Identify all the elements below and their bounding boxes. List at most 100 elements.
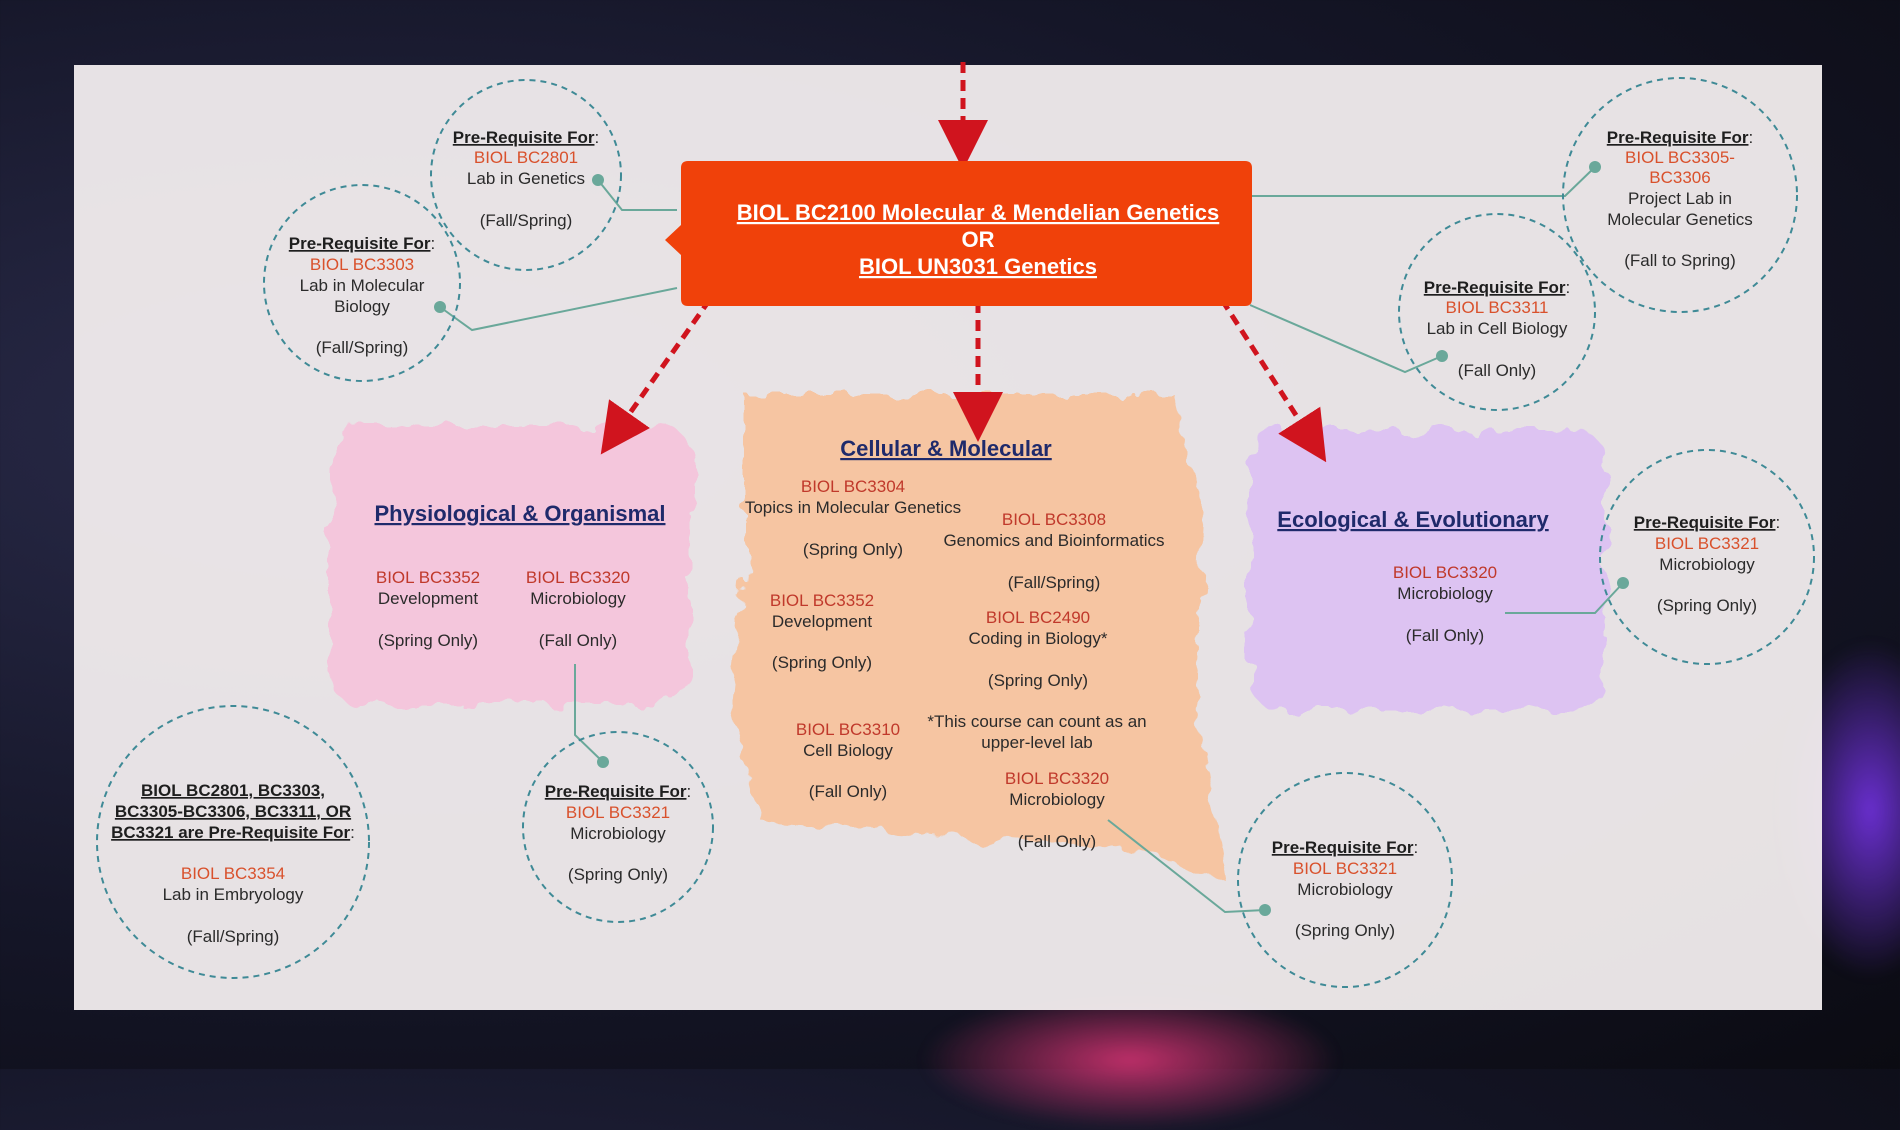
course-term: (Spring Only)	[988, 671, 1088, 690]
coding-note: upper-level lab	[981, 733, 1093, 752]
course-code: BIOL BC3308	[1002, 510, 1106, 529]
prereq-heading: Pre-Requisite For	[1607, 128, 1749, 147]
prereq-heading: Pre-Requisite For	[1424, 278, 1566, 297]
prereq-title: Lab in Embryology	[163, 885, 304, 904]
prereq-title: Lab in Genetics	[467, 169, 585, 188]
course-term: (Spring Only)	[378, 631, 478, 650]
prereq-term: (Fall/Spring)	[480, 211, 573, 230]
prereq-code: BIOL BC3303	[310, 255, 414, 274]
course-term: (Fall Only)	[1406, 626, 1484, 645]
prereq-term: (Spring Only)	[1295, 921, 1395, 940]
embryo-heading: BIOL BC2801, BC3303,	[141, 781, 325, 800]
physiological-section: Physiological & Organismal BIOL BC3352 D…	[375, 501, 666, 650]
svg-text:Pre-Requisite For:: Pre-Requisite For:	[453, 128, 599, 147]
cellular-blob	[730, 395, 1225, 880]
prereq-bubble-bc3303: Pre-Requisite For: BIOL BC3303 Lab in Mo…	[263, 184, 461, 382]
embryo-heading: BC3305-BC3306, BC3311, OR	[115, 802, 351, 821]
course-term: (Fall/Spring)	[1008, 573, 1101, 592]
ecological-title: Ecological & Evolutionary	[1277, 507, 1549, 532]
prereq-heading: Pre-Requisite For	[289, 234, 431, 253]
course-term: (Spring Only)	[803, 540, 903, 559]
prereq-bubble-bc3311: Pre-Requisite For: BIOL BC3311 Lab in Ce…	[1398, 213, 1596, 411]
svg-text:Pre-Requisite For:: Pre-Requisite For:	[545, 782, 691, 801]
prereq-title: Lab in Cell Biology	[1427, 319, 1568, 338]
course-title: Coding in Biology*	[969, 629, 1108, 648]
prereq-title: Lab in Molecular	[300, 276, 425, 295]
prereq-code: BC3306	[1649, 168, 1710, 187]
ecological-section: Ecological & Evolutionary BIOL BC3320 Mi…	[1277, 507, 1549, 645]
prereq-term: (Spring Only)	[1657, 596, 1757, 615]
prereq-code: BIOL BC3305-	[1625, 148, 1735, 167]
prereq-term: (Fall Only)	[1458, 361, 1536, 380]
course-term: (Fall Only)	[539, 631, 617, 650]
course-code: BIOL BC3320	[1393, 563, 1497, 582]
coding-note: *This course can count as an	[927, 712, 1146, 731]
svg-text:Pre-Requisite For:: Pre-Requisite For:	[289, 234, 435, 253]
course-term: (Fall Only)	[809, 782, 887, 801]
course-title: Microbiology	[1397, 584, 1493, 603]
prereq-bubble-ecological-bc3321: Pre-Requisite For: BIOL BC3321 Microbiol…	[1599, 449, 1815, 665]
course-title: Topics in Molecular Genetics	[745, 498, 961, 517]
prereq-term: (Spring Only)	[568, 865, 668, 884]
main-course-line3: BIOL UN3031 Genetics	[859, 254, 1097, 279]
prereq-heading: Pre-Requisite For	[1634, 513, 1776, 532]
course-code: BIOL BC2490	[986, 608, 1090, 627]
main-course-line1: BIOL BC2100 Molecular & Mendelian Geneti…	[737, 200, 1220, 225]
ecological-blob	[1250, 430, 1605, 710]
prereq-bubble-bc2801: Pre-Requisite For: BIOL BC2801 Lab in Ge…	[430, 79, 622, 271]
course-code: BIOL BC3320	[526, 568, 630, 587]
course-title: Microbiology	[1009, 790, 1105, 809]
course-title: Cell Biology	[803, 741, 893, 760]
connector-lines	[439, 166, 1624, 914]
curriculum-diagram: BIOL BC2100 Molecular & Mendelian Geneti…	[96, 62, 1815, 988]
course-term: (Fall Only)	[1018, 832, 1096, 851]
main-course-box: BIOL BC2100 Molecular & Mendelian Geneti…	[665, 161, 1252, 306]
prereq-term: (Fall/Spring)	[316, 338, 409, 357]
prereq-bubble-embryology: BIOL BC2801, BC3303, BC3305-BC3306, BC33…	[96, 705, 370, 979]
prereq-title: Project Lab in	[1628, 189, 1732, 208]
course-code: BIOL BC3320	[1005, 769, 1109, 788]
prereq-code: BIOL BC3321	[1293, 859, 1397, 878]
course-title: Development	[772, 612, 872, 631]
prereq-title: Molecular Genetics	[1607, 210, 1753, 229]
course-code: BIOL BC3310	[796, 720, 900, 739]
svg-text:Pre-Requisite For:: Pre-Requisite For:	[1607, 128, 1753, 147]
prereq-title: Biology	[334, 297, 390, 316]
cellular-section: Cellular & Molecular BIOL BC3304 Topics …	[745, 436, 1165, 851]
connector-dots	[434, 161, 1629, 916]
svg-text:Pre-Requisite For:: Pre-Requisite For:	[1424, 278, 1570, 297]
physiological-blob	[330, 425, 690, 705]
prereq-code: BIOL BC3321	[566, 803, 670, 822]
course-title: Microbiology	[530, 589, 626, 608]
prereq-title: Microbiology	[1659, 555, 1755, 574]
prereq-code: BIOL BC2801	[474, 148, 578, 167]
prereq-bubble-physiological-bc3321: Pre-Requisite For: BIOL BC3321 Microbiol…	[522, 731, 714, 923]
physiological-title: Physiological & Organismal	[375, 501, 666, 526]
course-title: Genomics and Bioinformatics	[943, 531, 1164, 550]
prereq-heading: Pre-Requisite For	[545, 782, 687, 801]
prereq-term: (Fall to Spring)	[1624, 251, 1735, 270]
embryo-heading: BC3321 are Pre-Requisite For	[111, 823, 350, 842]
prereq-code: BIOL BC3321	[1655, 534, 1759, 553]
main-course-or: OR	[962, 227, 995, 252]
prereq-heading: Pre-Requisite For	[1272, 838, 1414, 857]
flow-arrows	[600, 62, 1327, 463]
prereq-bubble-cellular-bc3321: Pre-Requisite For: BIOL BC3321 Microbiol…	[1237, 772, 1453, 988]
cellular-title: Cellular & Molecular	[840, 436, 1052, 461]
course-code: BIOL BC3304	[801, 477, 905, 496]
course-title: Development	[378, 589, 478, 608]
svg-text:Pre-Requisite For:: Pre-Requisite For:	[1634, 513, 1780, 532]
course-term: (Spring Only)	[772, 653, 872, 672]
prereq-code: BIOL BC3311	[1445, 298, 1548, 317]
svg-text:Pre-Requisite For:: Pre-Requisite For:	[1272, 838, 1418, 857]
svg-text:BC3321 are Pre-Requisite For:: BC3321 are Pre-Requisite For:	[111, 823, 355, 842]
arrow-to-physiological	[600, 283, 723, 455]
prereq-bubble-bc3305: Pre-Requisite For: BIOL BC3305- BC3306 P…	[1562, 77, 1798, 313]
prereq-title: Microbiology	[570, 824, 666, 843]
course-code: BIOL BC3352	[376, 568, 480, 587]
arrow-to-ecological	[1219, 298, 1327, 463]
course-code: BIOL BC3352	[770, 591, 874, 610]
prereq-title: Microbiology	[1297, 880, 1393, 899]
prereq-heading: Pre-Requisite For	[453, 128, 595, 147]
prereq-term: (Fall/Spring)	[187, 927, 280, 946]
